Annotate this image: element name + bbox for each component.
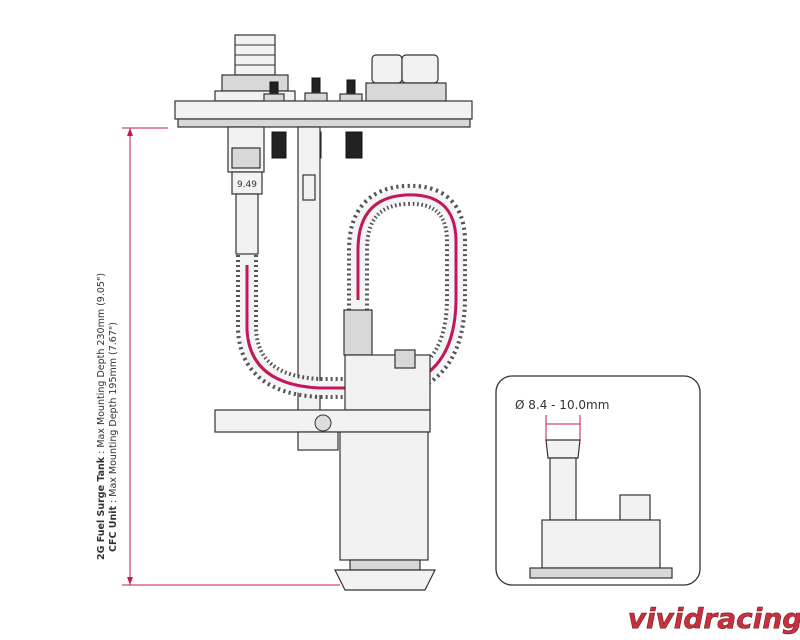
rail-slot — [302, 174, 316, 201]
outlet-diameter-label: Ø 8.4 - 10.0mm — [515, 398, 609, 412]
under-plate-connectors — [227, 126, 363, 173]
mounting-depth-label: 2G Fuel Surge Tank : Max Mounting Depth … — [96, 273, 119, 560]
hose-centerline — [245, 193, 458, 390]
terminal-studs — [263, 77, 363, 103]
svg-text:CFC Unit : Max Mounting Depth: CFC Unit : Max Mounting Depth 195mm (7.6… — [108, 322, 119, 552]
svg-text:2G Fuel Surge Tank : Max Mount: 2G Fuel Surge Tank : Max Mounting Depth … — [96, 273, 107, 560]
return-fittings — [365, 54, 447, 102]
mounting-depth-dimension — [122, 127, 340, 586]
top-plate-gasket — [177, 118, 471, 128]
inset-outlet-detail: Ø 8.4 - 10.0mm — [495, 375, 701, 586]
hose-end — [235, 193, 259, 255]
pump-hose-fitting — [343, 309, 373, 356]
fuel-pump — [214, 349, 436, 591]
an-fitting — [214, 34, 296, 102]
fitting-size-label: 9.49 — [237, 180, 257, 190]
top-plate — [174, 100, 473, 120]
vividracing-logo: vividracing — [628, 602, 800, 635]
